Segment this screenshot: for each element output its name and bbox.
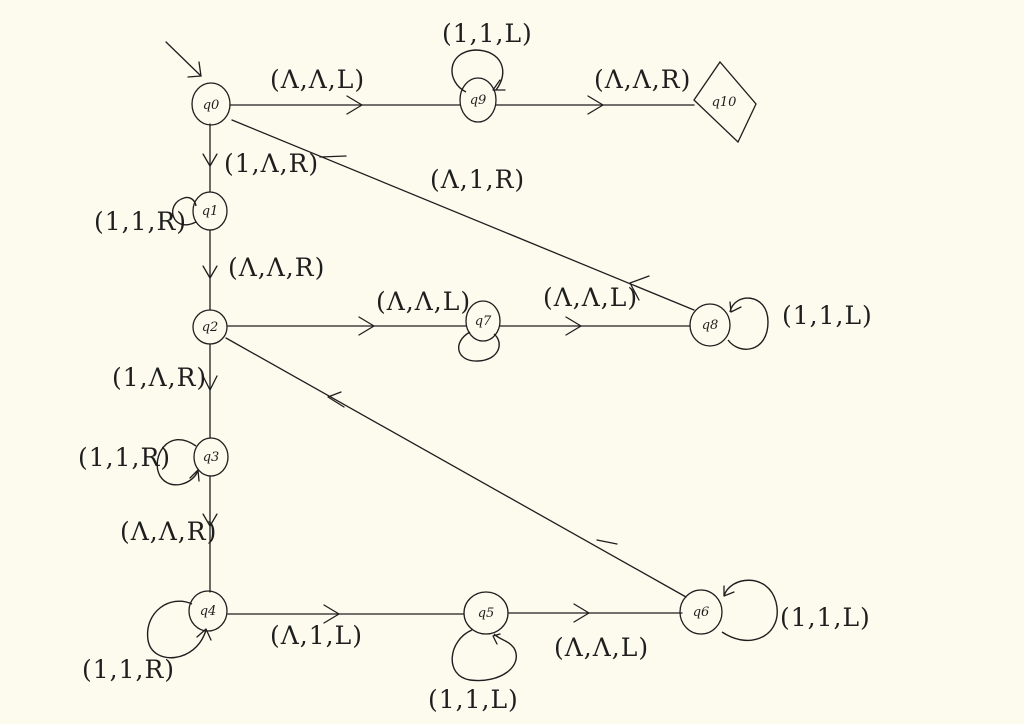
label-q5-q6: (Λ,Λ,L): [554, 633, 649, 662]
edge-q4-q5: [227, 604, 465, 624]
loop-q9: [451, 49, 506, 93]
edge-q6-q2: [225, 337, 687, 598]
edge-q1-q2: [202, 229, 218, 311]
state-q1: q1: [192, 191, 228, 231]
label-q6-loop: (1,1,L): [780, 603, 871, 632]
state-q6-label: q6: [693, 605, 710, 620]
label-q4-q5: (Λ,1,L): [270, 621, 363, 650]
loop-q6: [721, 579, 778, 642]
edge-q7-q8: [499, 316, 691, 336]
state-q0: q0: [191, 82, 231, 126]
state-q8: q8: [689, 303, 731, 347]
state-q9: q9: [459, 77, 497, 123]
edge-q2-q7: [227, 316, 467, 336]
loop-q1: [172, 196, 197, 226]
loop-q5: [451, 629, 517, 682]
label-q2-q7: (Λ,Λ,L): [376, 287, 471, 316]
state-q2: q2: [192, 309, 228, 345]
state-q10-label: q10: [712, 95, 737, 110]
edge-q0-q9: [229, 95, 461, 115]
state-q7-label: q7: [475, 314, 492, 329]
state-q5: q5: [463, 591, 509, 635]
state-q4: q4: [188, 590, 228, 632]
label-q9-loop: (1,1,L): [442, 19, 533, 48]
label-q1-loop: (1,1,R): [94, 207, 187, 236]
edge-q3-q4: [202, 475, 218, 593]
label-q3-loop: (1,1,R): [78, 443, 171, 472]
label-q0-q1: (1,Λ,R): [224, 149, 319, 178]
label-q7-q8: (Λ,Λ,L): [543, 283, 638, 312]
edge-q0-q1: [202, 123, 218, 193]
label-q1-q2: (Λ,Λ,R): [228, 253, 325, 282]
state-q10: q10: [693, 60, 757, 144]
loop-q4: [146, 600, 212, 659]
edge-q5-q6: [507, 603, 683, 623]
state-q6: q6: [679, 589, 723, 635]
state-q0-label: q0: [203, 98, 220, 113]
label-q4-loop: (1,1,R): [82, 655, 175, 684]
label-q8-loop: (1,1,L): [782, 301, 873, 330]
loop-q7: [458, 331, 500, 362]
label-q8-q0: (Λ,1,R): [430, 165, 525, 194]
label-q3-q4: (Λ,Λ,R): [120, 517, 217, 546]
state-q3: q3: [193, 437, 229, 477]
state-q7: q7: [465, 300, 501, 342]
state-q5-label: q5: [478, 606, 495, 621]
label-q9-q10: (Λ,Λ,R): [594, 65, 691, 94]
label-q5-loop: (1,1,L): [428, 685, 519, 714]
label-q0-q9: (Λ,Λ,L): [270, 65, 365, 94]
state-q1-label: q1: [202, 204, 219, 219]
state-q3-label: q3: [203, 450, 220, 465]
edge-q9-q10: [495, 95, 695, 115]
state-q9-label: q9: [470, 93, 487, 108]
start-arrow: [165, 41, 202, 78]
label-q2-q3: (1,Λ,R): [112, 363, 207, 392]
edge-q8-q0: [231, 119, 695, 311]
edge-q2-q3: [202, 343, 218, 439]
state-q8-label: q8: [702, 318, 719, 333]
loop-q8: [727, 297, 769, 350]
state-q2-label: q2: [202, 320, 219, 335]
state-q4-label: q4: [200, 604, 217, 619]
